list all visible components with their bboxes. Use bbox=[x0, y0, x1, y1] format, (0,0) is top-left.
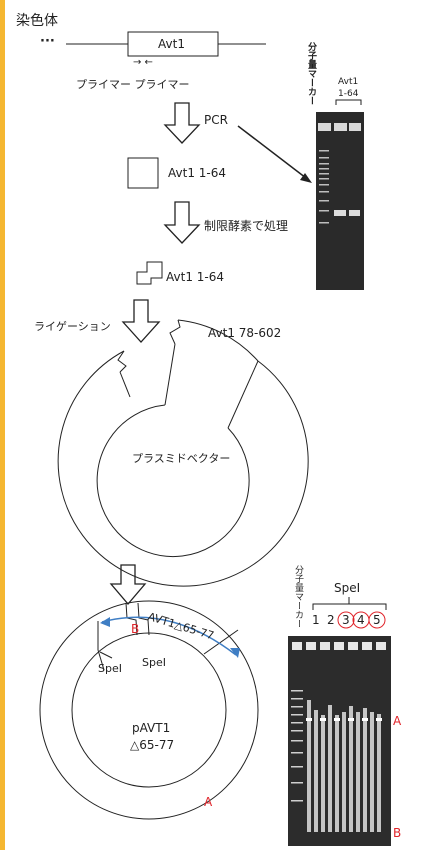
primer-label: プライマー プライマー bbox=[76, 78, 190, 91]
pcr-pointer-head bbox=[300, 173, 312, 183]
fragment1-label: Avt1 1-64 bbox=[168, 166, 226, 180]
lane3-circle bbox=[337, 611, 355, 629]
gel2-lane-2: 2 bbox=[327, 613, 335, 627]
gel2-lane-5: 5 bbox=[373, 613, 381, 627]
gel2-lane-4: 4 bbox=[357, 613, 365, 627]
gel2-mark-b: B bbox=[393, 826, 402, 840]
gel2-marker-label: 分子量マーカー bbox=[293, 565, 303, 628]
left-accent-bar bbox=[0, 0, 5, 850]
down-arrow-final bbox=[109, 564, 147, 606]
lane5-circle bbox=[368, 611, 386, 629]
plasmid-name-line2: △65-77 bbox=[130, 738, 175, 752]
gel2 bbox=[288, 636, 391, 846]
gel1-marker-label: 分子量マーカー bbox=[306, 42, 316, 105]
vector-ring bbox=[57, 319, 309, 587]
ellipsis: ··· bbox=[40, 34, 55, 49]
primer-arrows: → ← bbox=[133, 57, 153, 68]
deletion-arc-head-right bbox=[230, 648, 240, 658]
gel1-lane-label-line2: 1-64 bbox=[338, 89, 359, 99]
fragment2-shape bbox=[136, 261, 163, 285]
pcr-pointer-line bbox=[237, 125, 307, 179]
deletion-arc bbox=[101, 616, 237, 656]
gel2-mark-a: A bbox=[393, 714, 402, 728]
pcr-label: PCR bbox=[204, 113, 228, 127]
final-plasmid bbox=[39, 600, 259, 820]
plasmid-name-line1: pAVT1 bbox=[132, 721, 171, 735]
down-arrow-ligation bbox=[121, 299, 161, 343]
spe1-left-label: SpeI bbox=[98, 662, 122, 675]
gel2-lane-1: 1 bbox=[312, 613, 320, 627]
gel2-lane-3: 3 bbox=[342, 613, 350, 627]
fragment2-label: Avt1 1-64 bbox=[166, 270, 224, 284]
mark-a-plasmid: A bbox=[204, 795, 213, 809]
mark-b-plasmid: B bbox=[131, 622, 140, 636]
enzyme-label: 制限酵素で処理 bbox=[204, 219, 289, 233]
down-arrow-enzyme bbox=[163, 201, 201, 244]
gel1-lane-label-line1: Avt1 bbox=[338, 77, 359, 87]
insert-label: Avt1 78-602 bbox=[208, 326, 282, 340]
ligation-label: ライゲーション bbox=[34, 320, 111, 333]
vector-label: プラスミドベクター bbox=[132, 452, 231, 465]
gel2-enzyme-label: SpeI bbox=[334, 581, 361, 595]
deletion-arc-head-left bbox=[100, 617, 110, 627]
gel1-lane-bracket bbox=[335, 99, 362, 105]
fragment1-box bbox=[127, 157, 159, 189]
gel2-lane-bracket bbox=[312, 603, 387, 610]
gel1 bbox=[316, 112, 364, 290]
down-arrow-pcr bbox=[163, 102, 201, 144]
spe1-right-label: SpeI bbox=[142, 656, 166, 669]
gene-box bbox=[127, 31, 219, 57]
title: 染色体 bbox=[16, 13, 58, 29]
gene-box-label: Avt1 bbox=[158, 37, 185, 51]
